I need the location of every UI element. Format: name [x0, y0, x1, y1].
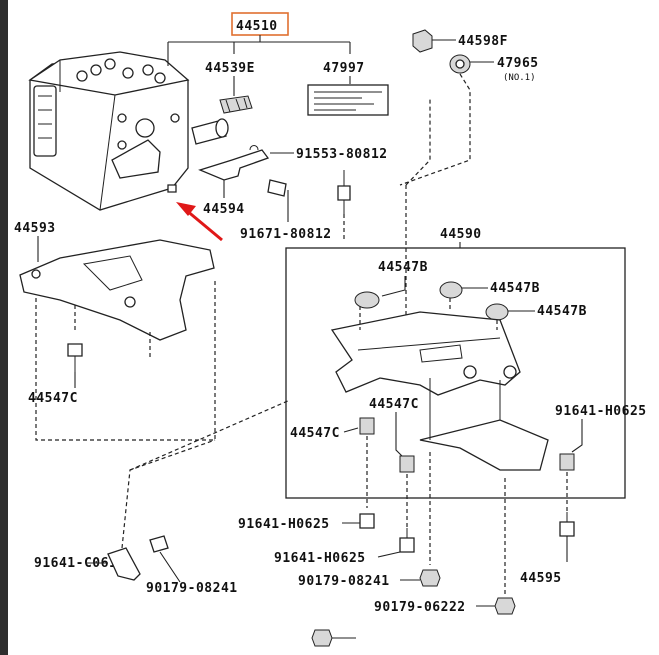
part-91621-60614-label: 44547C — [28, 391, 78, 406]
part-44547C-b-label: 44547C — [290, 426, 340, 441]
part-44590-shape — [330, 311, 521, 396]
part-91621-bolt — [67, 343, 83, 357]
part-91671-bolt — [267, 179, 287, 197]
part-91641-H0625-c-label: 44595 — [520, 571, 562, 586]
part-90179-08241-b-nut — [494, 597, 516, 615]
part-91641-H0625-b-label: 91641-H0625 — [274, 551, 366, 566]
part-44593-label: 44593 — [14, 221, 56, 236]
part-44547C-c-label: 91641-H0625 — [555, 404, 647, 419]
part-44547C-a-label: 44547C — [369, 397, 419, 412]
part-44594-label: 44594 — [203, 202, 245, 217]
part-91641-C0612-bolt — [149, 535, 169, 553]
part-44539E-label: 44539E — [205, 61, 255, 76]
part-44547B-b-shape — [439, 281, 463, 299]
window-edge — [0, 0, 8, 655]
part-44598F-label: 44598F — [458, 34, 508, 49]
part-91641-H0625-a-label: 91641-H0625 — [238, 517, 330, 532]
part-91641-C0612-label: 90179-08241 — [146, 581, 238, 596]
part-44598F-shape — [412, 29, 433, 53]
part-91641-H0625-a-bolt — [359, 513, 375, 529]
part-44547B-b-label: 44547B — [490, 281, 540, 296]
part-44510-label: 44510 — [236, 19, 278, 34]
part-90179-08241-a-nut — [419, 569, 441, 587]
part-44590-label: 44590 — [440, 227, 482, 242]
part-44547B-a-shape — [354, 291, 380, 309]
part-44593-shape — [19, 239, 215, 341]
part-44595-label: 91641-C0612 — [34, 556, 126, 571]
part-44547B-a-label: 44547B — [378, 260, 428, 275]
part-91641-H0625-b-bolt — [399, 537, 415, 553]
abs-actuator-illustration — [28, 51, 229, 211]
part-44539E-shape — [219, 95, 253, 114]
part-44547C-c-shape — [559, 453, 575, 471]
part-90179-06222-nut — [311, 629, 333, 647]
part-44547B-c-label: 44547B — [537, 304, 587, 319]
part-44590-frame — [285, 247, 626, 499]
part-90179-08241-a-label: 90179-08241 — [298, 574, 390, 589]
part-44594-shape — [198, 149, 270, 181]
part-47965-note: (NO.1) — [503, 73, 536, 83]
part-44595-shape — [107, 547, 141, 581]
part-44547B-c-shape — [485, 303, 509, 321]
part-44547C-a-shape — [399, 455, 415, 473]
part-91553-bolt — [337, 185, 351, 201]
part-44547C-b-shape — [359, 417, 375, 435]
part-90179-08241-b-label: 90179-06222 — [374, 600, 466, 615]
part-91641-H0625-c-bolt — [559, 521, 575, 537]
part-91553-80812-label: 91553-80812 — [296, 147, 388, 162]
part-91671-80812-label: 91671-80812 — [240, 227, 332, 242]
pointer-arrow-icon — [176, 202, 223, 242]
part-47965-label: 47965 — [497, 56, 539, 71]
part-47997-label: 47997 — [323, 61, 365, 76]
